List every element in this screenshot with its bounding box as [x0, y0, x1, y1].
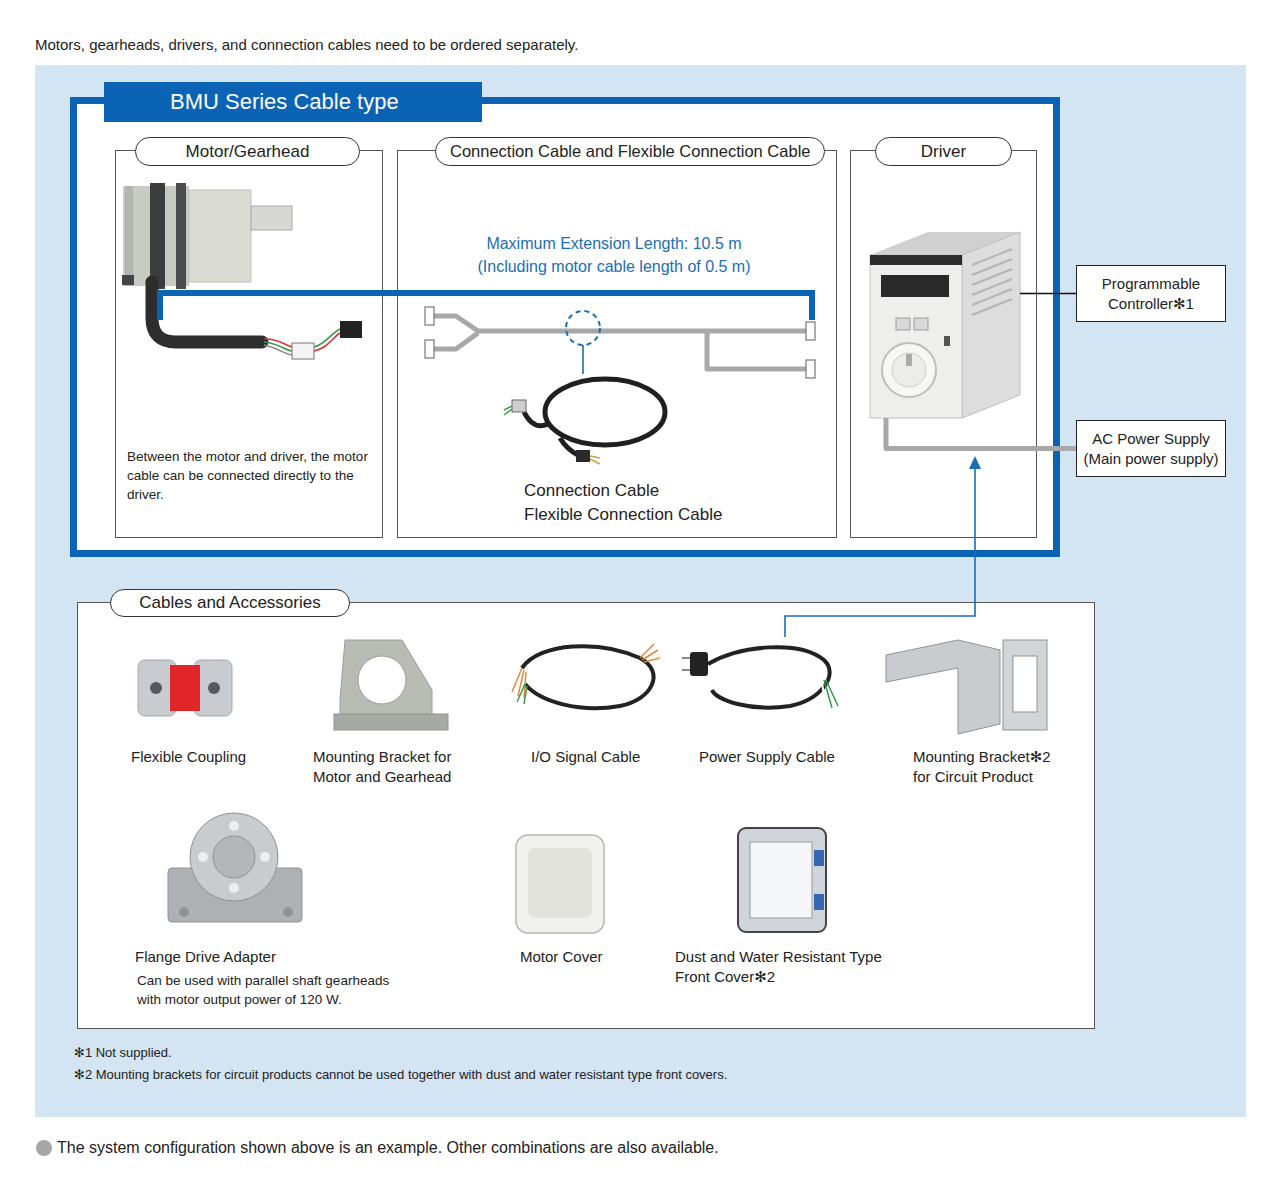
- cable-schematic: [434, 316, 806, 369]
- signal-wire: [1020, 293, 1037, 295]
- part-name: Motor Cover: [520, 947, 670, 967]
- coiled-cable-illustration: [504, 379, 665, 464]
- panel-heading: Cables and Accessories: [110, 589, 350, 617]
- detail-leader: [582, 345, 584, 374]
- part-name: I/O Signal Cable: [531, 747, 681, 767]
- flange-adapter-illustration: [168, 813, 302, 922]
- footnote: ✻2 Mounting brackets for circuit product…: [74, 1066, 1174, 1084]
- front-cover-illustration: [738, 828, 826, 932]
- motor-bracket-illustration: [334, 640, 448, 730]
- controller-box: Programmable Controller✻1: [1076, 265, 1226, 322]
- part-name: Connection Cable: [524, 479, 824, 503]
- part-name: Flange Drive Adapter: [135, 947, 385, 967]
- panel-heading: Driver: [875, 137, 1012, 166]
- motor-cover-illustration: [516, 835, 604, 933]
- circuit-bracket-illustration: [886, 640, 1047, 734]
- note-text: Can be used with parallel shaft gearhead…: [137, 971, 407, 1009]
- part-name: Power Supply Cable: [699, 747, 869, 767]
- panel-heading: Connection Cable and Flexible Connection…: [435, 137, 825, 166]
- part-name: Mounting Bracket✻2 for Circuit Product: [913, 747, 1063, 787]
- power-cable-illustration: [682, 647, 838, 712]
- extension-bracket: [160, 293, 812, 320]
- connector-line: [1037, 446, 1076, 451]
- bullet-dot: [36, 1140, 52, 1156]
- box-text: Programmable Controller✻1: [1083, 274, 1219, 314]
- ordering-note: Motors, gearheads, drivers, and connecti…: [35, 35, 835, 55]
- io-cable-illustration: [512, 644, 660, 708]
- series-tab: BMU Series Cable type: [104, 82, 482, 122]
- detail-circle: [566, 311, 600, 345]
- box-text: AC Power Supply (Main power supply): [1083, 429, 1219, 469]
- caption-text: The system configuration shown above is …: [57, 1137, 1057, 1159]
- dimension-text: Maximum Extension Length: 10.5 m (Includ…: [464, 232, 764, 278]
- power-supply-box: AC Power Supply (Main power supply): [1076, 420, 1226, 477]
- footnote: ✻1 Not supplied.: [74, 1044, 574, 1062]
- part-name: Flexible Coupling: [131, 747, 331, 767]
- panel-heading: Motor/Gearhead: [135, 137, 360, 166]
- motor-gearhead-illustration: [122, 183, 362, 359]
- driver-illustration: [870, 232, 1020, 418]
- part-name: Flexible Connection Cable: [524, 503, 824, 527]
- connector-line: [1037, 293, 1076, 295]
- part-name: Dust and Water Resistant Type Front Cove…: [675, 947, 890, 987]
- power-wire: [886, 418, 1037, 449]
- note-text: Between the motor and driver, the motor …: [127, 447, 375, 504]
- part-name: Mounting Bracket for Motor and Gearhead: [313, 747, 483, 787]
- power-cable-arrow: [785, 456, 981, 637]
- coupling-illustration: [138, 660, 232, 716]
- cable-connectors: [425, 307, 815, 378]
